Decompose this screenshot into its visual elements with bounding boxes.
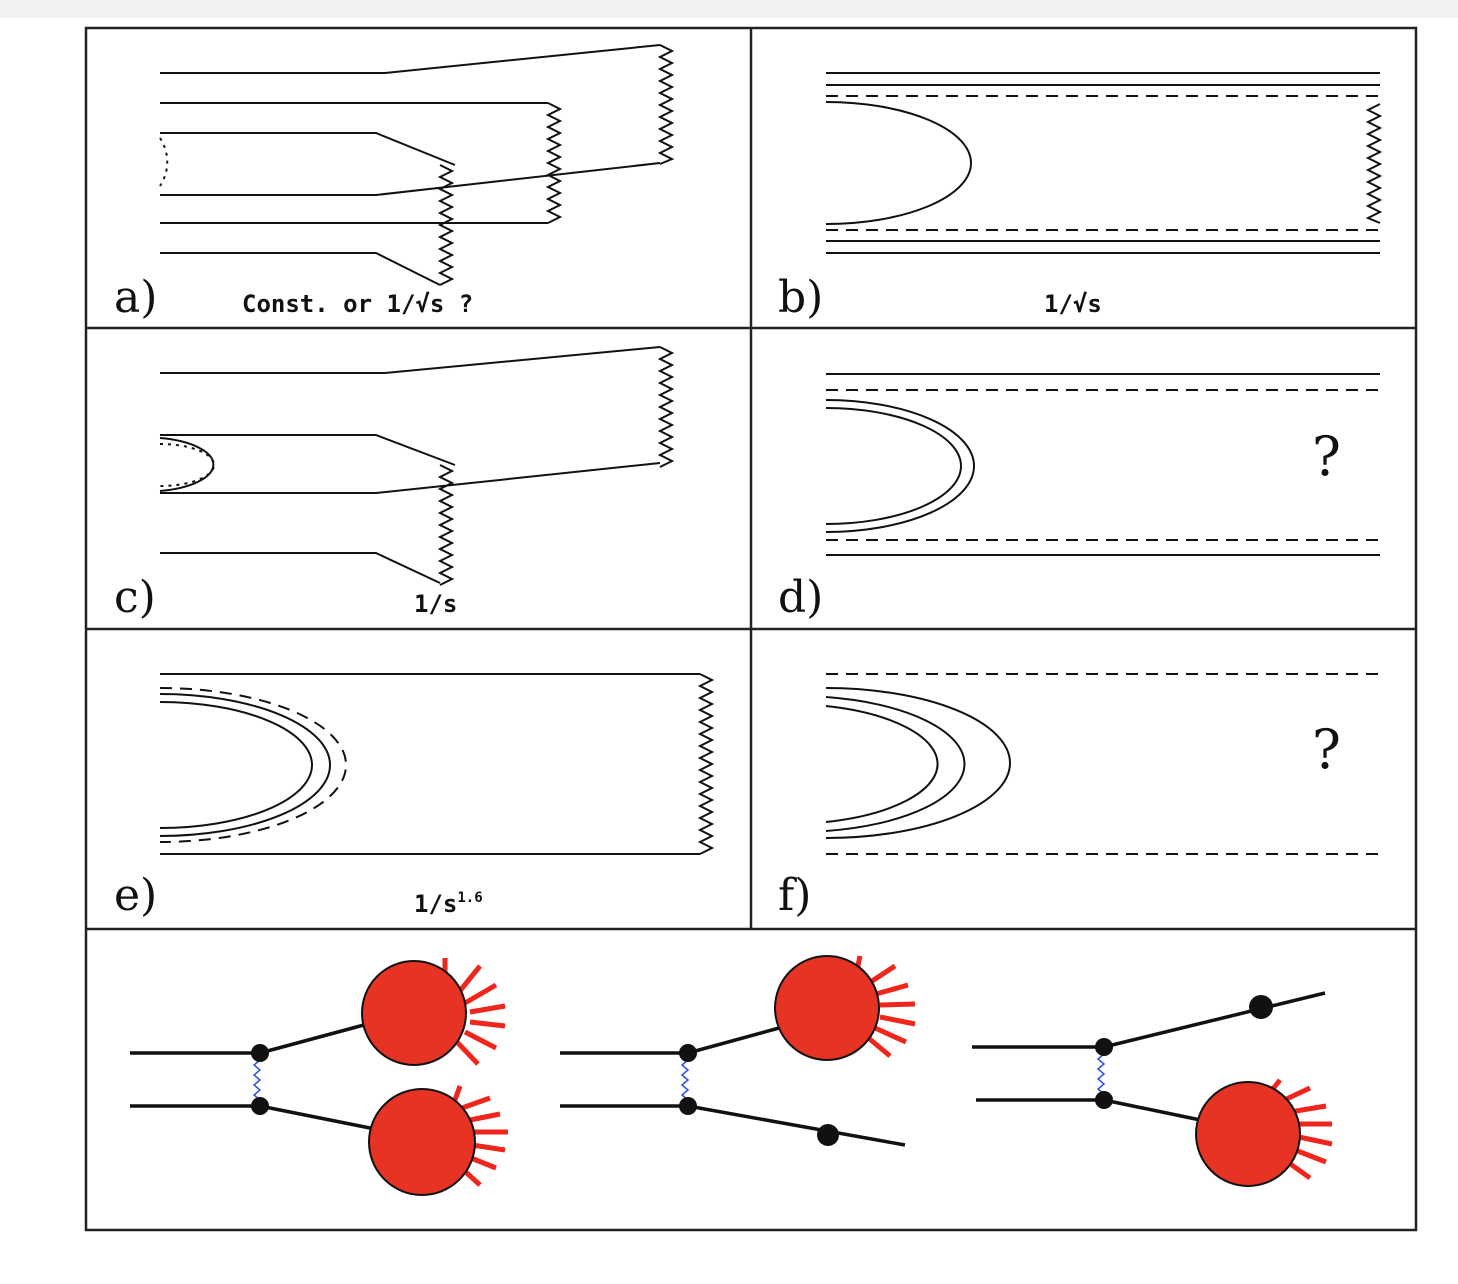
top-strip — [0, 0, 1458, 18]
vertex-dot-icon — [1249, 995, 1273, 1019]
panel-a-caption: Const. or 1/√s ? — [242, 290, 473, 318]
panel-c: c) 1/s — [114, 346, 675, 623]
vertex-dot-icon — [679, 1097, 697, 1115]
panel-e-caption-exponent: 1.6 — [457, 890, 482, 906]
diagram-double-dissociation — [130, 958, 508, 1196]
panel-b-label: b) — [778, 272, 823, 323]
figure-frame — [84, 26, 1418, 1232]
vertex-dot-icon — [251, 1044, 269, 1062]
panel-c-caption: 1/s — [414, 590, 457, 618]
red-blob-icon — [774, 955, 880, 1061]
panel-e-label: e) — [114, 870, 157, 921]
rays-top — [852, 955, 916, 1058]
vertex-dot-icon — [251, 1097, 269, 1115]
panel-e: e) 1/s1.6 — [114, 673, 715, 921]
diagram-single-dissociation-bottom — [972, 991, 1333, 1187]
diagram-single-dissociation-top — [560, 955, 916, 1147]
panel-a-label: a) — [114, 272, 157, 323]
bottom-panel — [130, 955, 1333, 1196]
vertex-dot-icon — [1095, 1091, 1113, 1109]
panel-e-caption: 1/s1.6 — [414, 890, 483, 918]
panel-b-caption: 1/√s — [1044, 290, 1102, 318]
wavy-exchange-icon — [680, 1059, 690, 1101]
vertex-dot-icon — [1095, 1038, 1113, 1056]
wavy-exchange-icon — [1096, 1053, 1106, 1095]
panel-f-question: ? — [1312, 718, 1341, 781]
panel-c-label: c) — [114, 572, 156, 623]
red-blob-icon — [1195, 1081, 1301, 1187]
panel-d-question: ? — [1312, 425, 1341, 488]
vertex-dot-icon — [817, 1124, 839, 1146]
panel-e-caption-base: 1/s — [414, 890, 457, 918]
red-blob-icon — [361, 960, 467, 1066]
panel-f: ? f) — [778, 673, 1380, 921]
wavy-exchange-icon — [252, 1059, 262, 1101]
panel-b: b) 1/√s — [778, 72, 1383, 323]
panel-f-label: f) — [778, 870, 811, 921]
panel-a: a) Const. or 1/√s ? — [114, 44, 675, 323]
panel-d-label: d) — [778, 572, 823, 623]
vertex-dot-icon — [679, 1044, 697, 1062]
panel-d: ? d) — [778, 373, 1380, 623]
red-blob-icon — [368, 1088, 476, 1196]
